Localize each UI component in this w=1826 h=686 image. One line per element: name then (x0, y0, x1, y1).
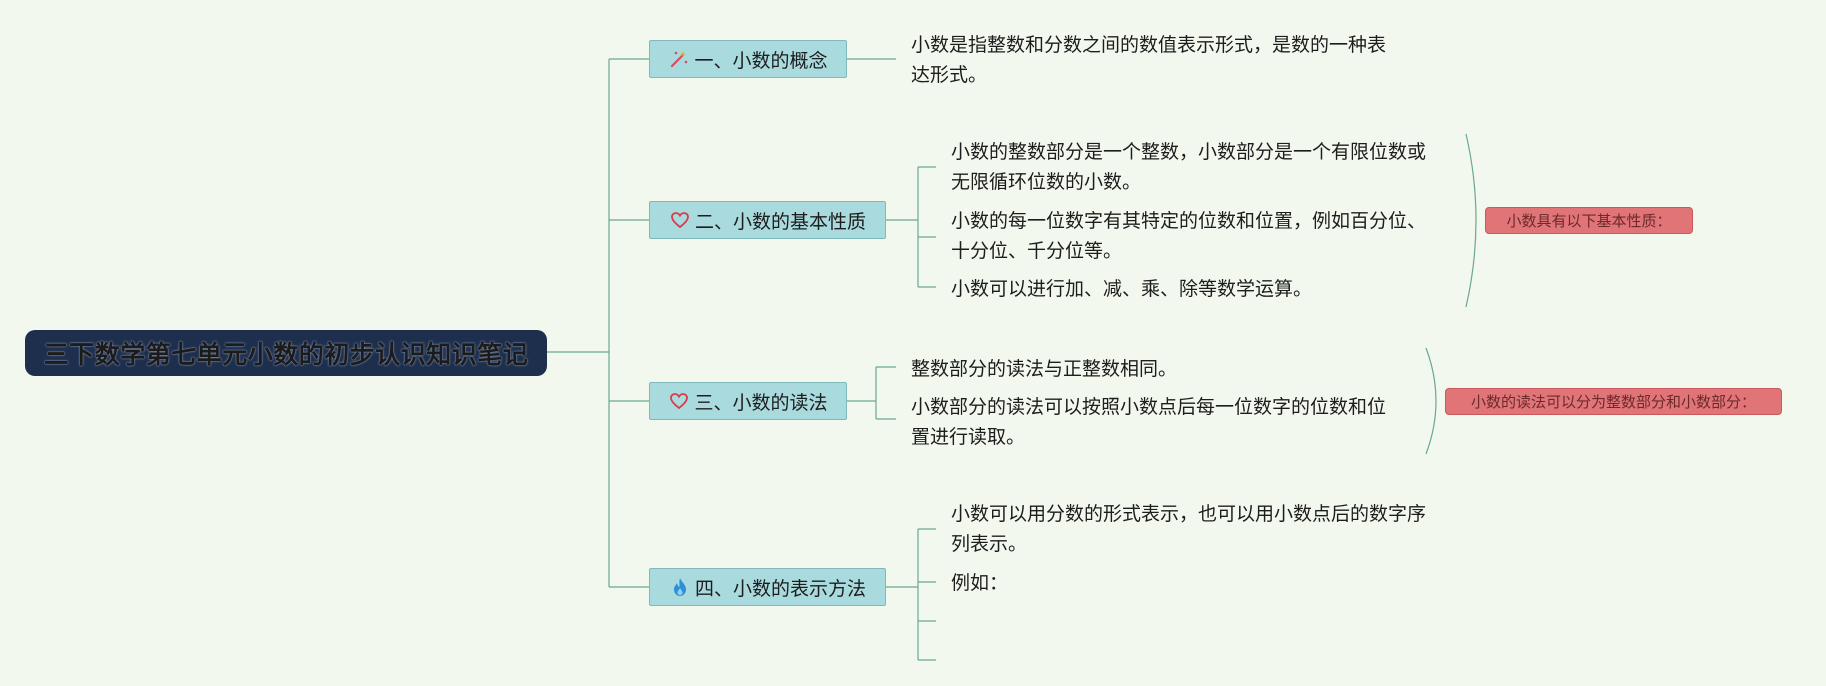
topic-concept[interactable]: 一、小数的概念 (649, 40, 847, 78)
note-text: 小数具有以下基本性质： (1506, 212, 1672, 230)
text-line: 小数部分的读法可以按照小数点后每一位数字的位数和位 (911, 396, 1387, 418)
reading-item[interactable]: 整数部分的读法与正整数相同。 (911, 354, 1177, 384)
property-item[interactable]: 小数的每一位数字有其特定的位数和位置，例如百分位、 十分位、千分位等。 (951, 206, 1426, 266)
property-item[interactable]: 小数可以进行加、减、乘、除等数学运算。 (951, 274, 1312, 304)
representation-item[interactable]: 小数可以用分数的形式表示，也可以用小数点后的数字序 列表示。 (951, 499, 1426, 559)
concept-definition[interactable]: 小数是指整数和分数之间的数值表示形式，是数的一种表 达形式。 (911, 30, 1386, 90)
properties-summary-note[interactable]: 小数具有以下基本性质： (1485, 207, 1693, 234)
magic-wand-icon (668, 48, 690, 70)
topic-label: 一、小数的概念 (694, 49, 828, 72)
text-line: 小数是指整数和分数之间的数值表示形式，是数的一种表 (911, 34, 1387, 56)
topic-basic-properties[interactable]: 二、小数的基本性质 (649, 201, 886, 239)
heart-icon (669, 209, 691, 231)
text-line: 达形式。 (911, 64, 988, 86)
text-line: 无限循环位数的小数。 (951, 171, 1142, 193)
heart-icon (668, 390, 690, 412)
text-line: 置进行读取。 (911, 426, 1026, 448)
text-line: 小数的整数部分是一个整数，小数部分是一个有限位数或 (951, 141, 1427, 163)
topic-reading[interactable]: 三、小数的读法 (649, 382, 847, 420)
property-item[interactable]: 小数的整数部分是一个整数，小数部分是一个有限位数或 无限循环位数的小数。 (951, 137, 1426, 197)
flame-icon (669, 576, 691, 598)
text-line: 例如： (951, 572, 1009, 594)
text-line: 十分位、千分位等。 (951, 240, 1123, 262)
root-topic[interactable]: 三下数学第七单元小数的初步认识知识笔记 (25, 330, 547, 376)
topic-label: 二、小数的基本性质 (694, 210, 866, 233)
topic-label: 四、小数的表示方法 (694, 577, 866, 600)
text-line: 小数可以进行加、减、乘、除等数学运算。 (951, 278, 1313, 300)
note-text: 小数的读法可以分为整数部分和小数部分： (1470, 393, 1756, 411)
topic-label: 三、小数的读法 (694, 391, 828, 414)
topic-representation[interactable]: 四、小数的表示方法 (649, 568, 886, 606)
text-line: 小数可以用分数的形式表示，也可以用小数点后的数字序 (951, 503, 1427, 525)
text-line: 小数的每一位数字有其特定的位数和位置，例如百分位、 (951, 210, 1427, 232)
reading-item[interactable]: 小数部分的读法可以按照小数点后每一位数字的位数和位 置进行读取。 (911, 392, 1386, 452)
representation-item[interactable]: 例如： (951, 568, 1008, 598)
text-line: 整数部分的读法与正整数相同。 (911, 358, 1178, 380)
text-line: 列表示。 (951, 533, 1028, 555)
reading-summary-note[interactable]: 小数的读法可以分为整数部分和小数部分： (1445, 388, 1782, 415)
root-title: 三下数学第七单元小数的初步认识知识笔记 (43, 340, 529, 369)
